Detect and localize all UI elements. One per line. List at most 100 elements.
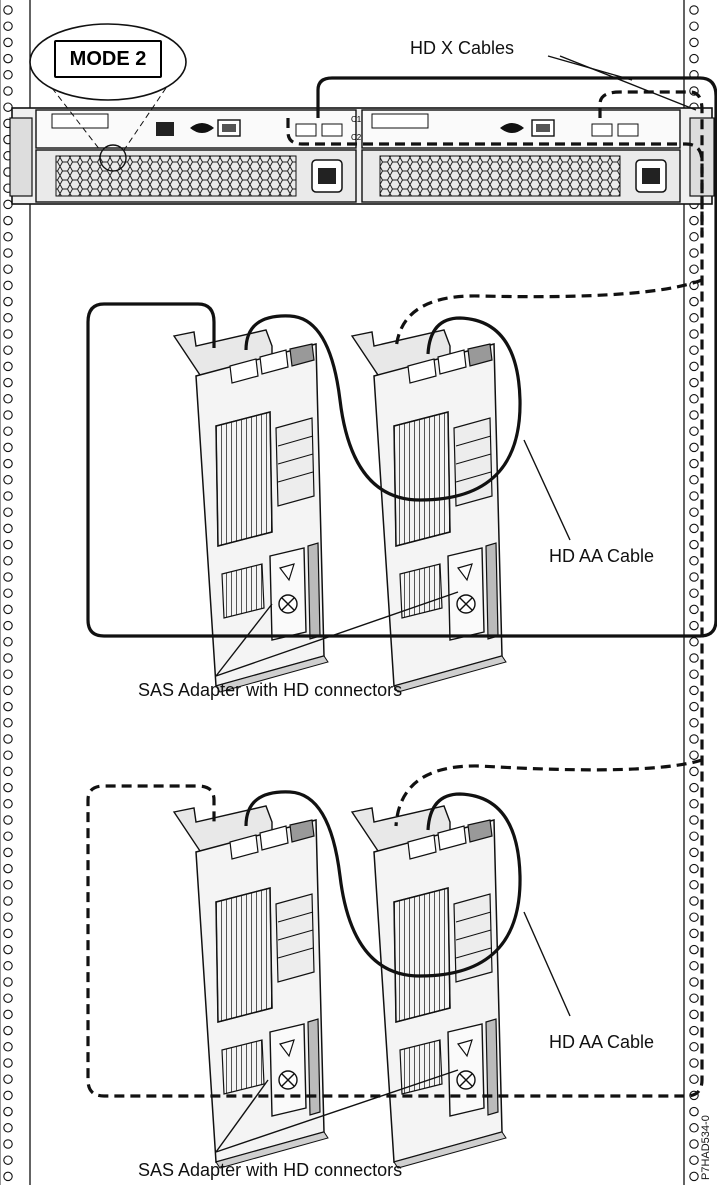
rail-hole <box>690 1140 698 1148</box>
rail-hole <box>4 524 12 532</box>
rail-hole <box>690 524 698 532</box>
rail-hole <box>690 1172 698 1180</box>
rail-hole <box>4 897 12 905</box>
rail-hole <box>690 22 698 30</box>
rail-hole <box>4 994 12 1002</box>
rail-hole <box>690 395 698 403</box>
rail-hole <box>4 443 12 451</box>
rail-hole <box>4 281 12 289</box>
rail-hole <box>4 557 12 565</box>
rail-hole <box>690 719 698 727</box>
rail-hole <box>4 395 12 403</box>
rail-hole <box>4 670 12 678</box>
rail-hole <box>4 816 12 824</box>
rail-hole <box>690 800 698 808</box>
sas-adapter-label-top: SAS Adapter with HD connectors <box>138 680 402 701</box>
rail-hole <box>4 1140 12 1148</box>
rail-hole <box>690 1043 698 1051</box>
rail-hole <box>690 557 698 565</box>
rail-hole <box>690 6 698 14</box>
rail-hole <box>4 1026 12 1034</box>
rail-hole <box>4 621 12 629</box>
rail-hole <box>690 1010 698 1018</box>
rail-hole <box>4 751 12 759</box>
rail-hole <box>690 378 698 386</box>
rail-hole <box>690 1107 698 1115</box>
rail-hole <box>4 686 12 694</box>
rail-hole <box>4 962 12 970</box>
rail-hole <box>690 362 698 370</box>
connector-c2-label: C2 <box>351 133 362 142</box>
rail-hole <box>690 735 698 743</box>
rail-hole <box>690 686 698 694</box>
rail-hole <box>690 38 698 46</box>
rail-hole <box>4 314 12 322</box>
rail-hole <box>4 6 12 14</box>
rail-hole <box>4 881 12 889</box>
rail-hole <box>4 459 12 467</box>
rail-hole <box>690 816 698 824</box>
rail-hole <box>4 719 12 727</box>
rail-hole <box>690 670 698 678</box>
rail-hole <box>4 589 12 597</box>
rail-hole <box>4 265 12 273</box>
rail-hole <box>4 1059 12 1067</box>
rail-hole <box>690 1026 698 1034</box>
rail-hole <box>690 605 698 613</box>
rail-hole <box>690 945 698 953</box>
rail-hole <box>4 767 12 775</box>
hd-aa-cable-label-top: HD AA Cable <box>549 546 654 567</box>
rail-hole <box>690 1156 698 1164</box>
rail-hole <box>4 38 12 46</box>
rail-hole <box>4 427 12 435</box>
rail-hole <box>690 297 698 305</box>
rail-hole <box>690 638 698 646</box>
rail-hole <box>690 573 698 581</box>
rail-hole <box>690 897 698 905</box>
rail-hole <box>4 654 12 662</box>
rail-hole <box>690 654 698 662</box>
rail-hole <box>4 848 12 856</box>
sas-adapter-1 <box>174 330 328 692</box>
rail-hole <box>690 1059 698 1067</box>
rail-hole <box>690 508 698 516</box>
rail-hole <box>690 589 698 597</box>
rail-hole <box>690 1075 698 1083</box>
rail-hole <box>4 378 12 386</box>
rail-hole <box>690 913 698 921</box>
rail-hole <box>4 362 12 370</box>
rail-hole <box>690 411 698 419</box>
rail-hole <box>690 881 698 889</box>
rail-hole <box>4 476 12 484</box>
rail-hole <box>690 492 698 500</box>
rail-hole <box>690 476 698 484</box>
connector-c1-label: C1 <box>351 115 362 124</box>
rail-hole <box>690 540 698 548</box>
rail-hole <box>4 87 12 95</box>
rail-hole <box>4 929 12 937</box>
rail-hole <box>690 702 698 710</box>
figure-id: P7HAD534-0 <box>700 1115 712 1180</box>
rail-hole <box>690 864 698 872</box>
rail-hole <box>690 346 698 354</box>
rail-hole <box>4 103 12 111</box>
rail-hole <box>690 962 698 970</box>
rail-hole <box>690 978 698 986</box>
hd-aa-cable-label-bottom: HD AA Cable <box>549 1032 654 1053</box>
rail-hole <box>4 864 12 872</box>
sas-adapter-2 <box>352 330 506 692</box>
rail-hole <box>4 508 12 516</box>
rail-hole <box>690 751 698 759</box>
rail-hole <box>690 621 698 629</box>
rail-hole <box>4 411 12 419</box>
rail-hole <box>4 800 12 808</box>
rail-hole <box>4 1156 12 1164</box>
mode-badge: MODE 2 <box>54 40 162 78</box>
rail-hole <box>690 832 698 840</box>
rail-hole <box>690 443 698 451</box>
rail-hole <box>4 832 12 840</box>
rail-hole <box>690 783 698 791</box>
rail-hole <box>690 459 698 467</box>
rail-hole <box>690 427 698 435</box>
